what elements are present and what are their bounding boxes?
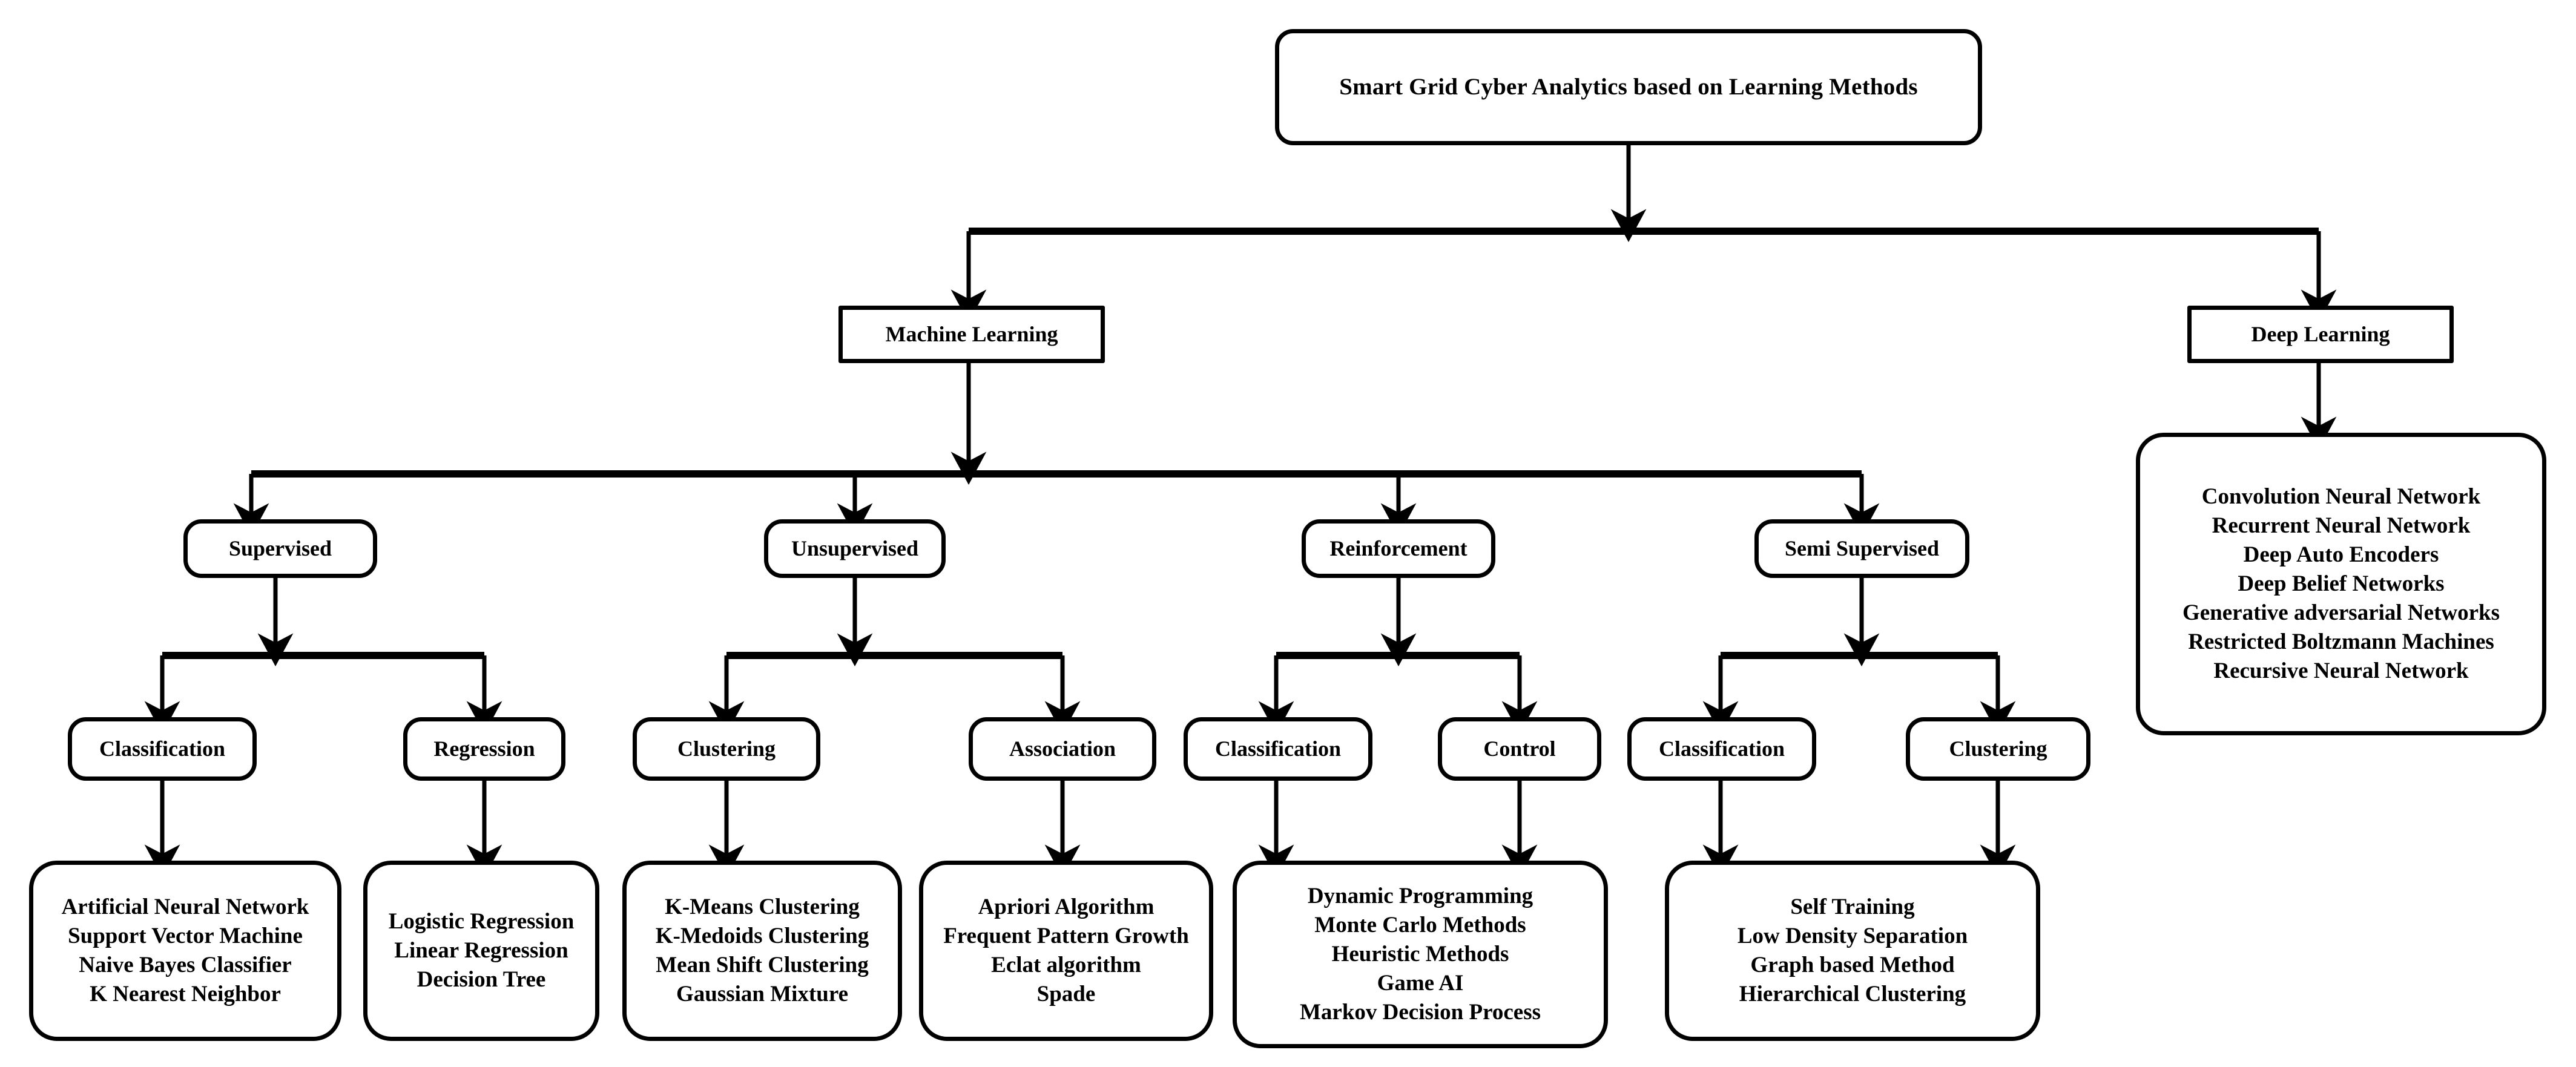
list-item: Graph based Method: [1750, 953, 1955, 977]
list-item: Recursive Neural Network: [2213, 658, 2469, 684]
list-item: Deep Auto Encoders: [2243, 542, 2439, 567]
node-unsupervised[interactable]: Unsupervised: [764, 519, 946, 578]
node-reinforcement-classification-label: Classification: [1214, 737, 1341, 761]
node-supervised-label: Supervised: [228, 536, 332, 561]
list-item: Low Density Separation: [1737, 923, 1968, 948]
list-item: Generative adversarial Networks: [2182, 600, 2500, 626]
list-item: Eclat algorithm: [991, 953, 1141, 977]
list-item: Restricted Boltzmann Machines: [2188, 629, 2494, 655]
node-unsupervised-clustering-label: Clustering: [677, 737, 776, 761]
node-reinforcement-label: Reinforcement: [1329, 536, 1468, 561]
list-item: Hierarchical Clustering: [1739, 982, 1966, 1007]
list-item: Heuristic Methods: [1331, 941, 1509, 967]
node-semi-classification-label: Classification: [1658, 737, 1785, 761]
list-item: Linear Regression: [394, 937, 568, 963]
list-item: Mean Shift Clustering: [656, 953, 869, 977]
list-item: Naive Bayes Classifier: [79, 953, 292, 977]
node-reinforcement[interactable]: Reinforcement: [1302, 519, 1495, 578]
list-item: Spade: [1036, 982, 1096, 1007]
node-supervised[interactable]: Supervised: [183, 519, 377, 578]
node-deep-learning-label: Deep Learning: [2251, 322, 2390, 347]
list-item: Support Vector Machine: [68, 923, 303, 948]
node-unsupervised-association-label: Association: [1009, 737, 1116, 761]
list-item: Deep Belief Networks: [2238, 571, 2445, 596]
node-unsupervised-label: Unsupervised: [791, 536, 919, 561]
node-machine-learning[interactable]: Machine Learning: [838, 306, 1105, 363]
node-semi-supervised[interactable]: Semi Supervised: [1754, 519, 1969, 578]
node-deep-learning[interactable]: Deep Learning: [2187, 306, 2454, 363]
list-item: Convolution Neural Network: [2201, 484, 2481, 509]
node-semi-clustering-label: Clustering: [1949, 737, 2047, 761]
node-semi-classification[interactable]: Classification: [1627, 717, 1816, 781]
node-supervised-classification[interactable]: Classification: [68, 717, 257, 781]
list-item: K Nearest Neighbor: [90, 982, 281, 1007]
node-machine-learning-label: Machine Learning: [885, 322, 1058, 347]
list-item: Gaussian Mixture: [676, 982, 849, 1007]
node-reinforcement-classification[interactable]: Classification: [1184, 717, 1372, 781]
list-item: Self Training: [1790, 894, 1915, 919]
node-unsupervised-association[interactable]: Association: [969, 717, 1156, 781]
list-item: Frequent Pattern Growth: [943, 923, 1189, 948]
list-item: Apriori Algorithm: [978, 894, 1155, 919]
node-reinforcement-control-label: Control: [1483, 737, 1556, 761]
list-item: K-Medoids Clustering: [655, 923, 869, 948]
node-supervised-regression-label: Regression: [433, 737, 535, 761]
list-item: Dynamic Programming: [1307, 883, 1533, 908]
node-unsupervised-clustering[interactable]: Clustering: [633, 717, 820, 781]
list-item: Monte Carlo Methods: [1314, 912, 1526, 937]
node-reinforcement-control[interactable]: Control: [1438, 717, 1601, 781]
list-item: Artificial Neural Network: [61, 894, 309, 919]
node-supervised-classification-label: Classification: [99, 737, 225, 761]
list-item: Logistic Regression: [388, 908, 575, 934]
node-supervised-regression[interactable]: Regression: [403, 717, 565, 781]
node-semi-supervised-label: Semi Supervised: [1784, 536, 1940, 561]
node-semi-clustering[interactable]: Clustering: [1906, 717, 2090, 781]
root-node-label: Smart Grid Cyber Analytics based on Lear…: [1339, 73, 1918, 100]
list-item: K-Means Clustering: [665, 894, 860, 919]
list-item: Game AI: [1377, 971, 1464, 996]
list-item: Markov Decision Process: [1299, 1000, 1541, 1025]
list-item: Recurrent Neural Network: [2212, 513, 2471, 538]
root-node[interactable]: Smart Grid Cyber Analytics based on Lear…: [1275, 29, 1982, 145]
list-item: Decision Tree: [417, 967, 546, 993]
